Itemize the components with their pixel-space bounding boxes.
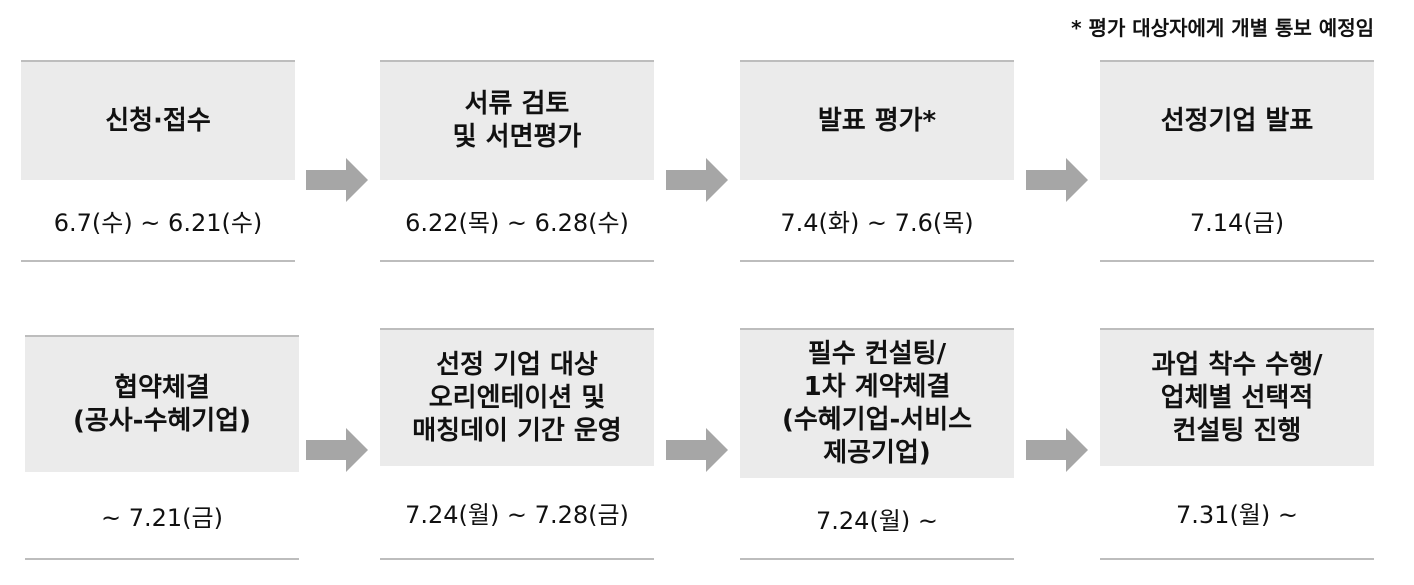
step-task-execution: 과업 착수 수행/ 업체별 선택적 컨설팅 진행 7.31(월) ~: [1100, 328, 1374, 560]
step-title: 선정 기업 대상 오리엔테이션 및 매칭데이 기간 운영: [380, 328, 654, 466]
step-selection-announcement: 선정기업 발표 7.14(금): [1100, 60, 1374, 262]
step-title: 협약체결 (공사-수혜기업): [25, 335, 299, 472]
arrow-right-icon: [666, 158, 728, 202]
arrow-right-icon: [1026, 428, 1088, 472]
step-title: 신청·접수: [21, 60, 295, 180]
step-title: 서류 검토 및 서면평가: [380, 60, 654, 180]
step-title: 발표 평가*: [740, 60, 1014, 180]
step-title: 선정기업 발표: [1100, 60, 1374, 180]
step-presentation-eval: 발표 평가* 7.4(화) ~ 7.6(목): [740, 60, 1014, 262]
step-consulting-contract: 필수 컨설팅/ 1차 계약체결 (수혜기업-서비스 제공기업) 7.24(월) …: [740, 328, 1014, 560]
step-date: 7.24(월) ~: [740, 478, 1014, 560]
step-orientation: 선정 기업 대상 오리엔테이션 및 매칭데이 기간 운영 7.24(월) ~ 7…: [380, 328, 654, 560]
step-application: 신청·접수 6.7(수) ~ 6.21(수): [21, 60, 295, 262]
step-title: 과업 착수 수행/ 업체별 선택적 컨설팅 진행: [1100, 328, 1374, 466]
step-date: 6.7(수) ~ 6.21(수): [21, 180, 295, 262]
arrow-right-icon: [1026, 158, 1088, 202]
evaluation-note: * 평가 대상자에게 개별 통보 예정임: [1071, 16, 1374, 40]
arrow-right-icon: [306, 428, 368, 472]
step-date: 7.24(월) ~ 7.28(금): [380, 466, 654, 560]
step-document-review: 서류 검토 및 서면평가 6.22(목) ~ 6.28(수): [380, 60, 654, 262]
arrow-right-icon: [666, 428, 728, 472]
step-date: 7.14(금): [1100, 180, 1374, 262]
step-agreement: 협약체결 (공사-수혜기업) ~ 7.21(금): [25, 335, 299, 560]
step-date: 7.31(월) ~: [1100, 466, 1374, 560]
step-date: ~ 7.21(금): [25, 472, 299, 560]
step-date: 7.4(화) ~ 7.6(목): [740, 180, 1014, 262]
arrow-right-icon: [306, 158, 368, 202]
step-title: 필수 컨설팅/ 1차 계약체결 (수혜기업-서비스 제공기업): [740, 328, 1014, 478]
step-date: 6.22(목) ~ 6.28(수): [380, 180, 654, 262]
